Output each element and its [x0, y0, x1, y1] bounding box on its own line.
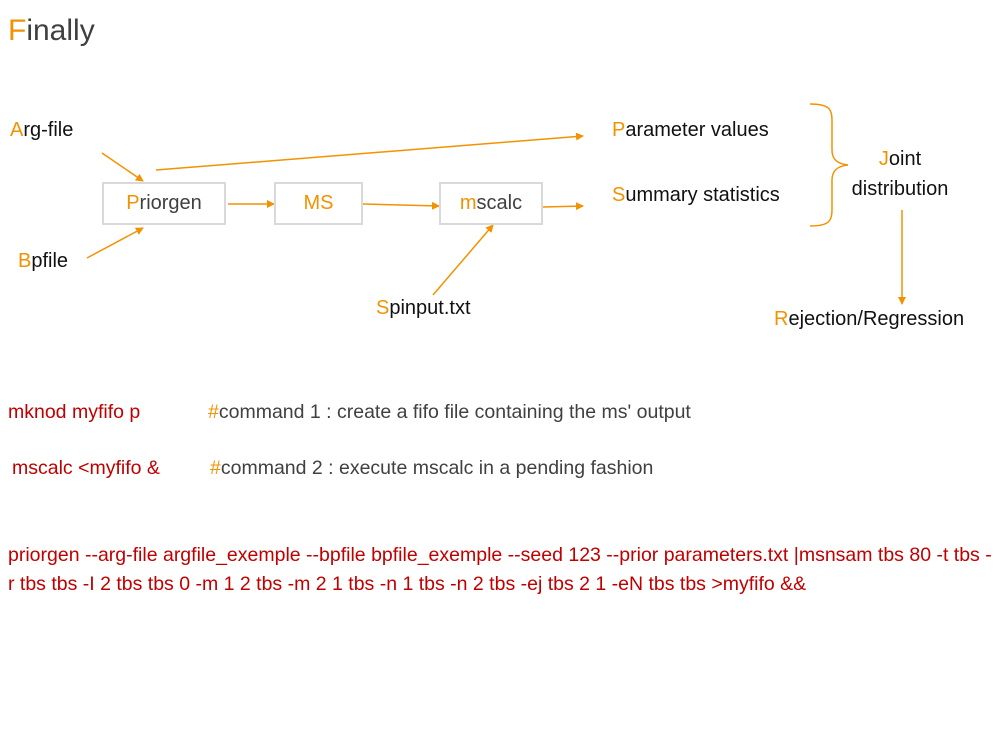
spinput-label: Spinput.txt [376, 297, 471, 319]
command-1-comment: #command 1 : create a fifo file containi… [208, 401, 691, 423]
title-initial: F [8, 14, 27, 47]
arrow-spinput-mscalc [432, 224, 494, 296]
bpfile-label: Bpfile [18, 250, 69, 272]
command-2-comment: #command 2 : execute mscalc in a pending… [210, 457, 654, 479]
brace-right [809, 103, 849, 227]
arrow-priorgen-parameters [155, 132, 584, 171]
parameter-values-label: Parameter values [612, 119, 769, 141]
arrow-ms-mscalc [362, 201, 440, 210]
command-1: mknod myfifo p [8, 401, 141, 423]
page-title: Finally [8, 14, 95, 48]
arg-file-label: Arg-file [10, 119, 74, 141]
arrow-argfile-priorgen [101, 152, 144, 182]
joint-distribution-label: Joint distribution [851, 148, 949, 200]
title-rest: inally [26, 14, 95, 47]
rejection-regression-label: Rejection/Regression [774, 308, 965, 330]
command-2: mscalc <myfifo & [12, 457, 160, 479]
long-command: priorgen --arg-file argfile_exemple --bp… [8, 544, 992, 595]
arrow-bpfile-priorgen [86, 227, 144, 259]
arrow-mscalc-summary [542, 202, 584, 211]
summary-statistics-label: Summary statistics [612, 184, 780, 206]
